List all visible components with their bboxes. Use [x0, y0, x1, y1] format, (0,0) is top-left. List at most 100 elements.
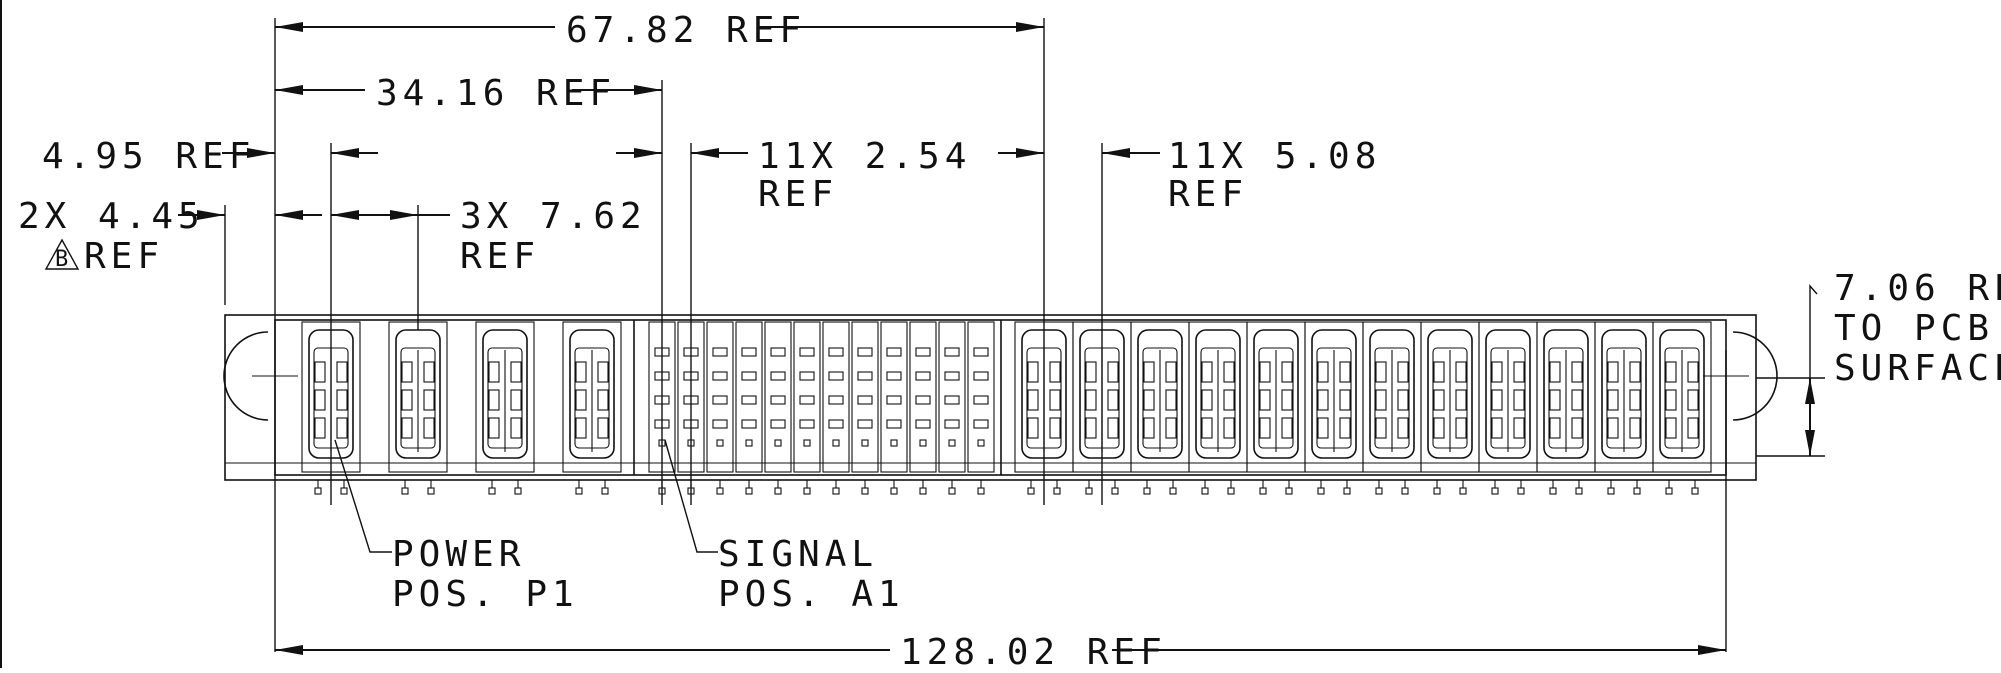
power-contact-right-9: [1491, 361, 1503, 383]
power-module-left-3: [482, 329, 528, 459]
power-contact-left-3: [488, 389, 500, 411]
signal-contact-8: [857, 347, 873, 357]
pin-tail-tip-right-12: [1691, 487, 1699, 495]
power-contact-left-3: [488, 361, 500, 383]
dim-power-right-pitch-2: REF: [1168, 174, 1248, 215]
power-contact-right-4: [1223, 417, 1235, 439]
pin-tail-tip-right-6: [1317, 487, 1325, 495]
power-contact-left-1: [314, 361, 326, 383]
signal-contact-10: [915, 371, 931, 381]
pin-tail-tip-right-10: [1549, 487, 1557, 495]
signal-contact-10: [915, 395, 931, 405]
signal-contact-6: [799, 419, 815, 429]
signal-contact-11: [948, 439, 956, 447]
signal-cell-1: [648, 321, 676, 473]
power-contact-left-2: [401, 361, 413, 383]
signal-tail-tip-3: [716, 487, 724, 495]
signal-contact-8: [857, 371, 873, 381]
signal-cell-8: [851, 321, 879, 473]
power-module-right-7: [1369, 329, 1415, 459]
power-cell-left-3: [475, 321, 535, 473]
signal-contact-11: [944, 395, 960, 405]
signal-cell-9: [880, 321, 908, 473]
power-contact-left-2: [401, 389, 413, 411]
power-module-right-5: [1253, 329, 1299, 459]
signal-tail-tip-8: [861, 487, 869, 495]
signal-contact-12: [973, 419, 989, 429]
right-mount-hole: [1732, 331, 1778, 421]
signal-contact-1: [658, 439, 666, 447]
power-contact-right-8: [1433, 389, 1445, 411]
power-contact-left-4: [575, 389, 587, 411]
pin-tail-tip-left-1: [314, 487, 322, 495]
dimension-128-02: [275, 645, 1726, 655]
pin-tail-tip-right-3: [1143, 487, 1151, 495]
signal-tail-tip-4: [745, 487, 753, 495]
pin-tail-tip-right-5: [1259, 487, 1267, 495]
power-contact-right-2: [1107, 417, 1119, 439]
power-contact-right-7: [1375, 361, 1387, 383]
power-module-right-3: [1137, 329, 1183, 459]
datum-flag-b: B: [44, 238, 80, 272]
power-contact-right-7: [1397, 361, 1409, 383]
power-contact-right-8: [1455, 361, 1467, 383]
signal-contact-3: [712, 419, 728, 429]
power-contact-right-8: [1433, 417, 1445, 439]
power-contact-right-5: [1259, 361, 1271, 383]
dim-height-2: TO PCB: [1834, 308, 1994, 349]
pin-tail-tip-right-4: [1227, 487, 1235, 495]
signal-contact-1: [654, 347, 670, 357]
signal-cell-2: [677, 321, 705, 473]
pin-tail-tip-left-4: [575, 487, 583, 495]
dimension-2x-4-45: [178, 210, 322, 220]
pin-tail-tip-left-4: [601, 487, 609, 495]
power-contact-right-6: [1339, 417, 1351, 439]
dimension-34-16: [275, 85, 662, 95]
housing-outline: [224, 314, 1757, 481]
power-contact-right-8: [1455, 389, 1467, 411]
pin-tail-tip-left-3: [488, 487, 496, 495]
signal-cell-11: [938, 321, 966, 473]
signal-cell-3: [706, 321, 734, 473]
power-contact-right-7: [1397, 389, 1409, 411]
signal-tail-tip-5: [774, 487, 782, 495]
signal-tail-tip-10: [919, 487, 927, 495]
signal-contact-2: [683, 347, 699, 357]
power-contact-right-2: [1107, 389, 1119, 411]
power-contact-right-11: [1607, 417, 1619, 439]
power-module-right-11: [1601, 329, 1647, 459]
power-contact-right-1: [1049, 389, 1061, 411]
power-contact-right-9: [1491, 417, 1503, 439]
power-contact-left-1: [314, 417, 326, 439]
signal-tail-tip-1: [658, 487, 666, 495]
dim-overall-bottom: 128.02 REF: [900, 632, 1167, 668]
callout-power-2: POS. P1: [392, 574, 579, 615]
signal-contact-8: [857, 419, 873, 429]
power-callout-leader: [334, 439, 392, 553]
signal-contact-11: [944, 347, 960, 357]
signal-contact-2: [683, 371, 699, 381]
connector-body: [223, 314, 1778, 495]
dimension-3x-7-62: [331, 210, 450, 220]
signal-tail-tip-11: [948, 487, 956, 495]
power-contact-right-1: [1027, 417, 1039, 439]
power-contact-right-4: [1223, 389, 1235, 411]
power-contact-right-12: [1665, 361, 1677, 383]
dimension-4-95: [222, 148, 378, 158]
power-contact-left-4: [597, 361, 609, 383]
signal-tail-tip-7: [832, 487, 840, 495]
dim-offset-left: 4.95 REF: [42, 136, 255, 177]
power-contact-right-9: [1513, 389, 1525, 411]
dimension-11x-5-08: [998, 148, 1160, 158]
dim-mount-ref: REF: [84, 236, 164, 277]
signal-cell-7: [822, 321, 850, 473]
signal-contact-2: [683, 395, 699, 405]
power-contact-left-4: [575, 361, 587, 383]
signal-contact-2: [687, 439, 695, 447]
signal-contact-10: [915, 347, 931, 357]
power-contact-right-5: [1259, 389, 1271, 411]
power-cell-left-2: [388, 321, 448, 473]
power-contact-right-12: [1687, 361, 1699, 383]
